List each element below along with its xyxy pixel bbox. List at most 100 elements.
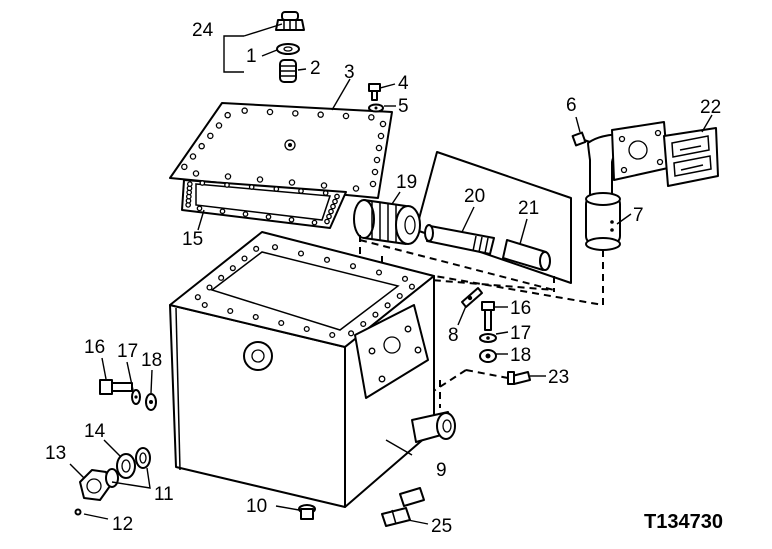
tank-flange-hole bbox=[349, 263, 357, 270]
suction-tube-part bbox=[424, 224, 495, 255]
gasket-bolt-hole bbox=[330, 203, 336, 210]
cover-bolt-hole bbox=[192, 170, 200, 177]
tank-cover-plate bbox=[169, 102, 393, 199]
tank-flange-hole bbox=[229, 265, 236, 272]
washer-part bbox=[276, 43, 300, 55]
breather-cap-part bbox=[275, 11, 305, 31]
hose-fitting-part bbox=[461, 287, 483, 308]
callout-12: 12 bbox=[112, 514, 133, 535]
cover-bolt-hole bbox=[292, 110, 299, 117]
gasket-bolt-hole bbox=[324, 218, 330, 225]
tank-flange-hole bbox=[329, 331, 336, 339]
tank-flange-hole bbox=[360, 320, 367, 328]
cover-gasket bbox=[181, 179, 347, 229]
tank-flange-hole bbox=[396, 292, 403, 300]
tank-flange-hole bbox=[271, 244, 279, 251]
left-lock-washer bbox=[131, 389, 141, 405]
cover-bolt-hole bbox=[317, 111, 324, 118]
tank-flange-hole bbox=[408, 283, 415, 290]
callout-13: 13 bbox=[45, 443, 66, 464]
cover-bolt-hole bbox=[256, 176, 264, 183]
right-lock-washer bbox=[479, 333, 497, 343]
callout-1: 1 bbox=[246, 46, 257, 67]
callout-10: 10 bbox=[246, 496, 267, 517]
callout-18-left: 18 bbox=[141, 350, 162, 371]
mounting-clip-part bbox=[381, 487, 425, 527]
tank-flange-hole bbox=[372, 311, 379, 318]
cover-bolt-hole bbox=[207, 132, 214, 140]
callout-5: 5 bbox=[398, 96, 409, 117]
tank-flange-hole bbox=[401, 275, 409, 282]
cover-bolt-hole bbox=[368, 114, 375, 121]
drain-plug-23-part bbox=[507, 371, 531, 385]
bracket-24-1-2 bbox=[223, 35, 244, 73]
callout-16-left: 16 bbox=[84, 337, 105, 358]
gasket-bolt-hole bbox=[334, 193, 340, 200]
hydraulic-tank-body bbox=[169, 231, 435, 508]
cover-bolt-hole bbox=[352, 185, 360, 192]
filter-element-part bbox=[502, 239, 551, 271]
figure-id: T134730 bbox=[644, 511, 723, 533]
tank-flange-hole bbox=[206, 284, 213, 291]
o-ring-part bbox=[135, 447, 151, 469]
sight-gauge-part bbox=[116, 453, 136, 479]
sight-plug-part bbox=[79, 468, 119, 501]
left-flat-washer bbox=[145, 393, 157, 411]
cover-bolt-hole bbox=[379, 120, 387, 128]
tank-flange-hole bbox=[201, 301, 208, 309]
callout-17-left: 17 bbox=[117, 341, 138, 362]
cover-bolt-hole bbox=[266, 108, 274, 116]
assembly-line-cover bbox=[431, 369, 509, 408]
tank-flange-hole bbox=[303, 325, 310, 333]
cover-bolt-hole bbox=[189, 153, 197, 160]
gasket-bolt-hole bbox=[322, 190, 329, 196]
callout-23: 23 bbox=[548, 367, 569, 388]
tank-flange-hole bbox=[278, 319, 285, 327]
gasket-bolt-hole bbox=[196, 205, 203, 212]
strainer-part bbox=[279, 59, 297, 83]
cover-bolt-hole bbox=[375, 144, 383, 152]
right-flat-washer bbox=[479, 349, 497, 363]
tank-flange-hole bbox=[252, 313, 259, 321]
plug-setscrew-part bbox=[74, 508, 82, 516]
tank-flange-hole bbox=[227, 307, 234, 315]
callout-8: 8 bbox=[448, 325, 459, 346]
flange-cap-screw bbox=[571, 131, 597, 147]
callout-6: 6 bbox=[566, 95, 577, 116]
callout-18-right: 18 bbox=[510, 345, 531, 366]
tank-flange-hole bbox=[253, 245, 260, 252]
assembly-line-filter bbox=[359, 235, 555, 305]
tank-flange-hole bbox=[348, 330, 355, 337]
cover-bolt-hole bbox=[241, 107, 248, 114]
callout-9: 9 bbox=[436, 460, 447, 481]
right-cap-screw bbox=[481, 301, 495, 331]
callout-7: 7 bbox=[633, 205, 644, 226]
tank-flange-hole bbox=[384, 302, 391, 309]
cover-bolt-hole bbox=[224, 173, 232, 180]
gasket-bolt-hole bbox=[199, 180, 206, 186]
cover-bolt-hole bbox=[320, 182, 328, 189]
cover-bolt-hole bbox=[369, 180, 377, 188]
cover-bolt-hole bbox=[371, 168, 379, 176]
callout-19: 19 bbox=[396, 172, 417, 193]
gasket-bolt-hole bbox=[288, 216, 295, 223]
gasket-bolt-hole bbox=[311, 219, 318, 226]
tank-flange-hole bbox=[218, 274, 225, 281]
cover-bolt-hole bbox=[224, 111, 231, 119]
cover-bolt-hole bbox=[377, 132, 385, 140]
tank-flange-hole bbox=[297, 250, 305, 257]
left-cap-screw bbox=[99, 379, 133, 395]
tank-flange-hole bbox=[323, 256, 331, 263]
suction-pipe-part bbox=[585, 121, 669, 251]
cover-washer bbox=[368, 103, 384, 113]
cover-cap-screw bbox=[368, 83, 381, 101]
filter-screen-part bbox=[353, 199, 421, 245]
assembly-line-pipe bbox=[399, 250, 604, 307]
gasket-bolt-hole bbox=[328, 208, 334, 215]
cover-bolt-hole bbox=[215, 122, 223, 129]
gasket-bolt-hole bbox=[265, 214, 272, 220]
gasket-bolt-hole bbox=[219, 208, 226, 215]
callout-25: 25 bbox=[431, 516, 452, 537]
tank-drain-plug bbox=[298, 504, 316, 520]
